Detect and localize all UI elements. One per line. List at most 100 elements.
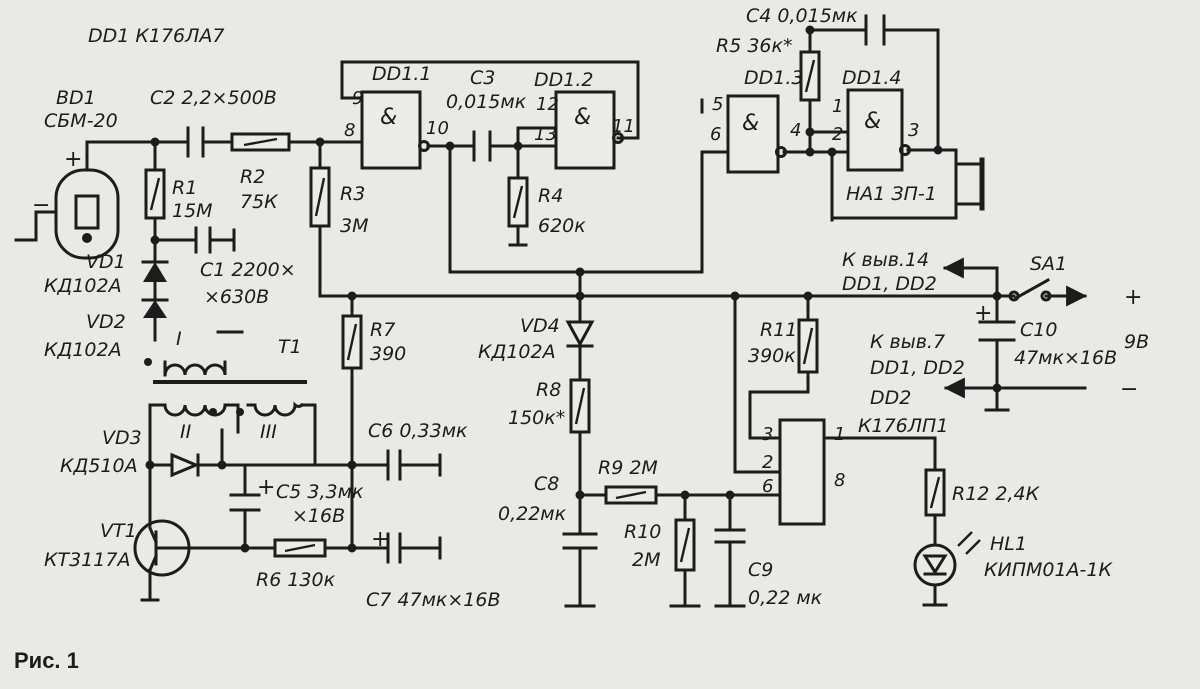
dd1-2-label: DD1.2 [534, 69, 593, 91]
c4-label: C4 0,015мк [746, 5, 858, 27]
vd1-type: КД102А [44, 275, 122, 297]
wires [85, 28, 1088, 608]
gate-dd1-4 [846, 88, 904, 172]
r7-value: 390 [370, 343, 406, 365]
dd2-pin-2: 2 [762, 452, 773, 473]
logic-gates [360, 88, 985, 526]
dd1-4-label: DD1.4 [842, 67, 901, 89]
resistors [144, 50, 946, 572]
bd1-type: СБМ-20 [44, 110, 118, 132]
gate-dd1-1 [360, 90, 422, 170]
hl1-ref: HL1 [990, 533, 1027, 555]
r11-ref: R11 [760, 319, 797, 341]
c10-plus-sign: + [974, 301, 992, 326]
vt1-ref: VT1 [100, 520, 137, 542]
dd1-4-pin-a: 1 [832, 96, 843, 117]
r1-ref: R1 [172, 177, 197, 199]
vt1-type: КТ3117А [44, 549, 130, 571]
c10-ref: C10 [1020, 319, 1057, 341]
dd1-2-pin-b: 13 [534, 124, 557, 145]
c3-value: 0,015мк [446, 91, 527, 113]
switch-sa1 [1008, 277, 1052, 302]
r9-label: R9 2М [598, 457, 658, 479]
t1-winding-2: II [180, 421, 192, 443]
r5-label: R5 36к* [716, 35, 792, 57]
c8-value: 0,22мк [498, 503, 567, 525]
dd1-4-pin-b: 2 [832, 124, 843, 145]
c5-plus-sign: + [257, 475, 275, 500]
dd1-3-pin-b: 6 [710, 124, 721, 145]
r12-label: R12 2,4К [952, 483, 1041, 505]
dd1-1-pin-a: 9 [352, 88, 363, 109]
t1-ref: T1 [278, 336, 302, 358]
c3-ref: C3 [470, 67, 495, 89]
supply-plus: + [1124, 285, 1142, 310]
c5-line2: ×16В [292, 505, 345, 527]
gate-dd1-3 [726, 94, 780, 174]
c1-line2: ×630В [204, 286, 269, 308]
dd1-2-pin-a: 12 [536, 94, 559, 115]
dd1-4-pin-out: 3 [908, 120, 919, 141]
r2-value: 75К [240, 191, 279, 213]
vd2-type: КД102А [44, 339, 122, 361]
note-pin14-line2: DD1, DD2 [842, 273, 937, 295]
r2-ref: R2 [240, 166, 265, 188]
transistor-vt1 [133, 519, 192, 577]
note-pin7-line1: К выв.7 [870, 331, 945, 353]
dd2-ref: DD2 [870, 387, 911, 409]
chip-dd2 [778, 418, 826, 526]
diodes [141, 260, 981, 587]
vd4-ref: VD4 [520, 315, 560, 337]
vd3-type: КД510А [60, 455, 138, 477]
vd1-ref: VD1 [86, 251, 126, 273]
c5-line1: C5 3,3мк [276, 481, 364, 503]
geiger-tube-bd1: + − [14, 147, 120, 260]
t1-winding-1: I [176, 328, 182, 350]
bd1-minus-sign: − [32, 193, 50, 218]
dd1-4-and-symbol: & [864, 109, 881, 134]
r10-value: 2М [632, 549, 660, 571]
r3-ref: R3 [340, 183, 365, 205]
c1-line1: C1 2200× [200, 259, 296, 281]
note-pin7-line2: DD1, DD2 [870, 357, 965, 379]
ha1-label: НА1 ЗП-1 [846, 183, 937, 205]
chip-dd1-label: DD1 К176ЛА7 [88, 25, 225, 47]
dd1-1-label: DD1.1 [372, 63, 431, 85]
supply-voltage: 9В [1124, 331, 1149, 353]
dd1-1-and-symbol: & [380, 105, 397, 130]
r4-value: 620к [538, 215, 586, 237]
c8-ref: C8 [534, 473, 559, 495]
vd3-ref: VD3 [102, 427, 142, 449]
r7-ref: R7 [370, 319, 395, 341]
dd1-3-pin-a: 5 [712, 94, 723, 115]
hl1-type: КИПМ01А-1К [984, 559, 1114, 581]
dd1-1-pin-b: 8 [344, 120, 355, 141]
c2-label: C2 2,2×500В [150, 87, 277, 109]
c6-label: C6 0,33мк [368, 420, 468, 442]
dd2-type: К176ЛП1 [858, 415, 948, 437]
transformer-t1 [144, 330, 307, 417]
vd4-type: КД102А [478, 341, 556, 363]
dd1-3-and-symbol: & [742, 111, 759, 136]
dd2-pin-6: 6 [762, 476, 773, 497]
r3-value: 3M [340, 215, 368, 237]
r4-ref: R4 [538, 185, 563, 207]
c9-ref: C9 [748, 559, 773, 581]
r11-value: 390к [748, 345, 796, 367]
r1-value: 15M [172, 200, 213, 222]
dd1-1-pin-out: 10 [426, 118, 449, 139]
dd2-pin-1: 1 [834, 424, 845, 445]
dd1-2-and-symbol: & [574, 105, 591, 130]
figure-caption: Рис. 1 [14, 648, 79, 673]
c9-value: 0,22 мк [748, 587, 823, 609]
r8-ref: R8 [536, 379, 561, 401]
capacitors: + + + [186, 14, 1016, 564]
r10-ref: R10 [624, 521, 661, 543]
r6-label: R6 130к [256, 569, 336, 591]
t1-winding-3: III [260, 421, 277, 443]
r8-value: 150к* [508, 407, 565, 429]
note-pin14-line1: К выв.14 [842, 249, 929, 271]
dd1-3-label: DD1.3 [744, 67, 803, 89]
c7-plus-sign: + [371, 527, 389, 552]
